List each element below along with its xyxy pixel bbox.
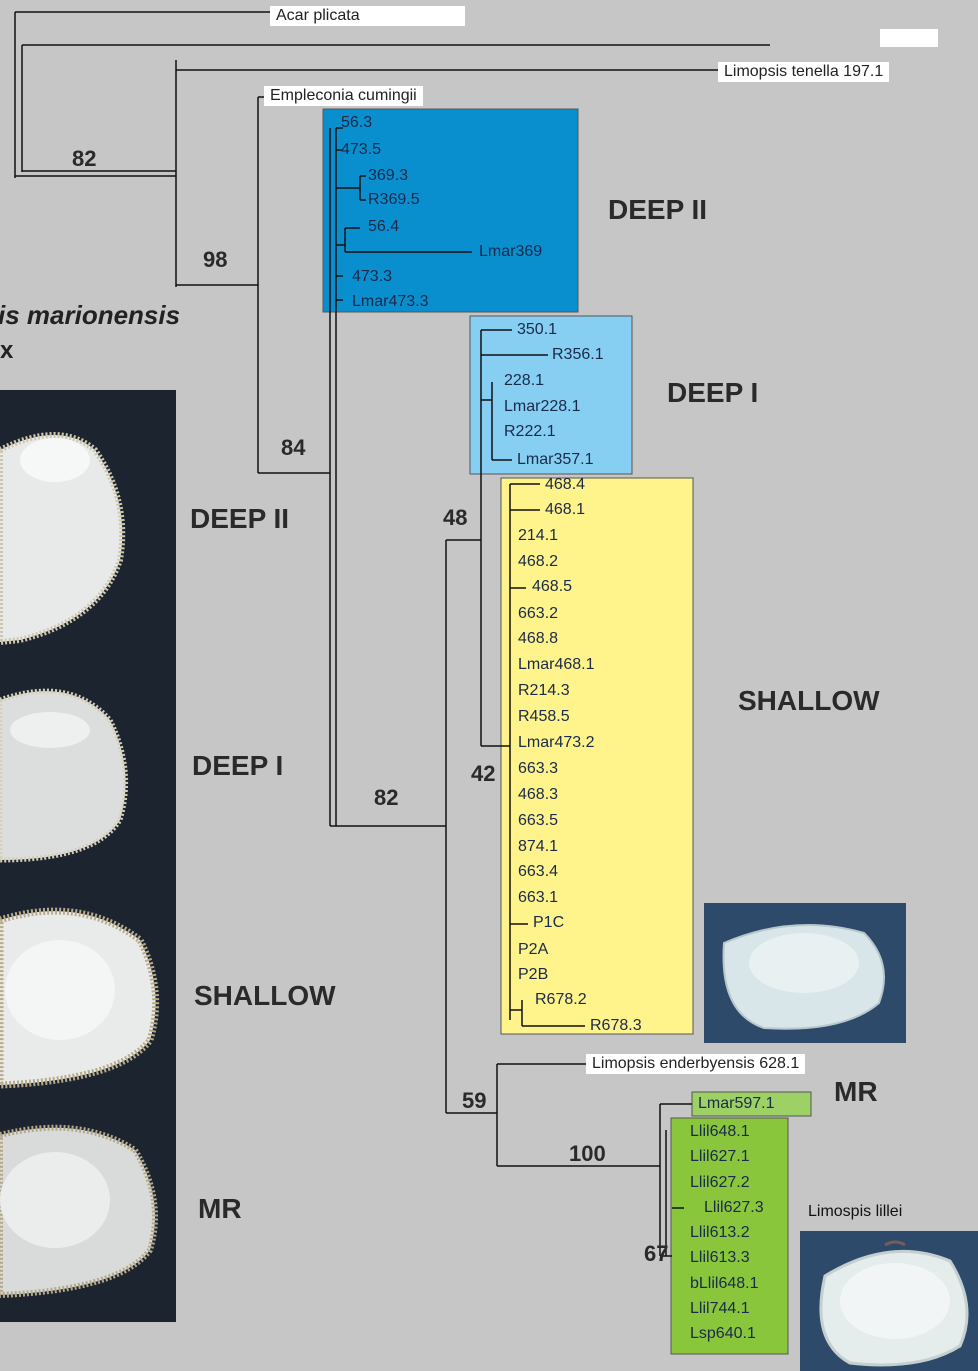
bootstrap-value: 84 — [281, 435, 305, 461]
taxon-label: 468.2 — [518, 553, 558, 571]
taxon-label: Lmar597.1 — [698, 1095, 775, 1113]
taxon-label: 468.3 — [518, 786, 558, 804]
taxon-label: Llil627.3 — [704, 1199, 764, 1217]
species-subtitle: x — [0, 337, 13, 365]
taxon-label: 350.1 — [517, 321, 557, 339]
taxon-label: 468.8 — [518, 630, 558, 648]
taxon-label: Lsp640.1 — [690, 1325, 756, 1343]
taxon-label: Lmar357.1 — [517, 451, 594, 469]
taxon-label: Lmar228.1 — [504, 398, 581, 416]
clade-label-deep2: DEEP II — [608, 194, 707, 226]
taxon-label: 663.4 — [518, 863, 558, 881]
bootstrap-value: 48 — [443, 505, 467, 531]
taxon-label: R214.3 — [518, 682, 570, 700]
taxon-label: 369.3 — [368, 167, 408, 185]
bootstrap-value: 67 — [644, 1241, 668, 1267]
taxon-label: R678.3 — [590, 1017, 642, 1035]
taxon-label: 663.3 — [518, 760, 558, 778]
photo-label-shallow: SHALLOW — [194, 980, 336, 1012]
taxon-label: Llil648.1 — [690, 1123, 750, 1141]
taxon-label: 468.5 — [532, 578, 572, 596]
taxon-label: 663.2 — [518, 605, 558, 623]
taxon-label: 663.5 — [518, 812, 558, 830]
taxon-label: bLlil648.1 — [690, 1275, 759, 1293]
taxon-label: Lmar473.2 — [518, 734, 595, 752]
taxon-label: P2A — [518, 941, 548, 959]
taxon-acar-plicata: Acar plicata — [270, 6, 465, 26]
bootstrap-value: 59 — [462, 1088, 486, 1114]
species-title: is marionensis — [0, 300, 180, 331]
shell-photo-lillei — [800, 1231, 978, 1371]
taxon-label: 228.1 — [504, 372, 544, 390]
photo-label-deep1: DEEP I — [192, 750, 283, 782]
taxon-limopsis-tenella: Limopsis tenella 197.1 — [718, 62, 889, 82]
taxon-label: 468.4 — [545, 476, 585, 494]
taxon-label: P2B — [518, 966, 548, 984]
shell-photo-column — [0, 390, 176, 1322]
taxon-label: Llil613.2 — [690, 1224, 750, 1242]
taxon-limopsis-enderbyensis: Limopsis enderbyensis 628.1 — [586, 1054, 805, 1074]
bootstrap-value: 42 — [471, 761, 495, 787]
taxon-label: R458.5 — [518, 708, 570, 726]
taxon-label: Lmar369 — [479, 243, 542, 261]
bootstrap-value: 82 — [72, 146, 96, 172]
photo-label-deep2: DEEP II — [190, 503, 289, 535]
taxon-label: 56.4 — [368, 218, 399, 236]
clade-label-shallow: SHALLOW — [738, 685, 880, 717]
taxon-label: 663.1 — [518, 889, 558, 907]
taxon-label: 468.1 — [545, 501, 585, 519]
bootstrap-value: 82 — [374, 785, 398, 811]
bootstrap-value: 100 — [569, 1141, 606, 1167]
taxon-label: Llil744.1 — [690, 1300, 750, 1318]
taxon-label: P1C — [533, 914, 564, 932]
blank-label-box — [880, 29, 938, 47]
taxon-label: R356.1 — [552, 346, 604, 364]
taxon-label: 874.1 — [518, 838, 558, 856]
clade-label-mr: MR — [834, 1076, 878, 1108]
taxon-label: R369.5 — [368, 191, 420, 209]
taxon-label: 473.3 — [352, 268, 392, 286]
taxon-empleconia-cumingii: Empleconia cumingii — [264, 86, 423, 106]
clade-label-deep1: DEEP I — [667, 377, 758, 409]
taxon-label: 56.3 — [341, 114, 372, 132]
taxon-label: Lmar468.1 — [518, 656, 595, 674]
bootstrap-value: 98 — [203, 247, 227, 273]
taxon-label: R222.1 — [504, 423, 556, 441]
taxon-label: R678.2 — [535, 991, 587, 1009]
taxon-label: Llil613.3 — [690, 1249, 750, 1267]
lillei-caption: Limospis lillei — [808, 1203, 902, 1221]
taxon-label: Lmar473.3 — [352, 293, 429, 311]
shell-photo-mr — [704, 903, 906, 1043]
taxon-label: Llil627.1 — [690, 1148, 750, 1166]
taxon-label: 214.1 — [518, 527, 558, 545]
taxon-label: Llil627.2 — [690, 1174, 750, 1192]
taxon-label: 473.5 — [341, 141, 381, 159]
photo-label-mr: MR — [198, 1193, 242, 1225]
